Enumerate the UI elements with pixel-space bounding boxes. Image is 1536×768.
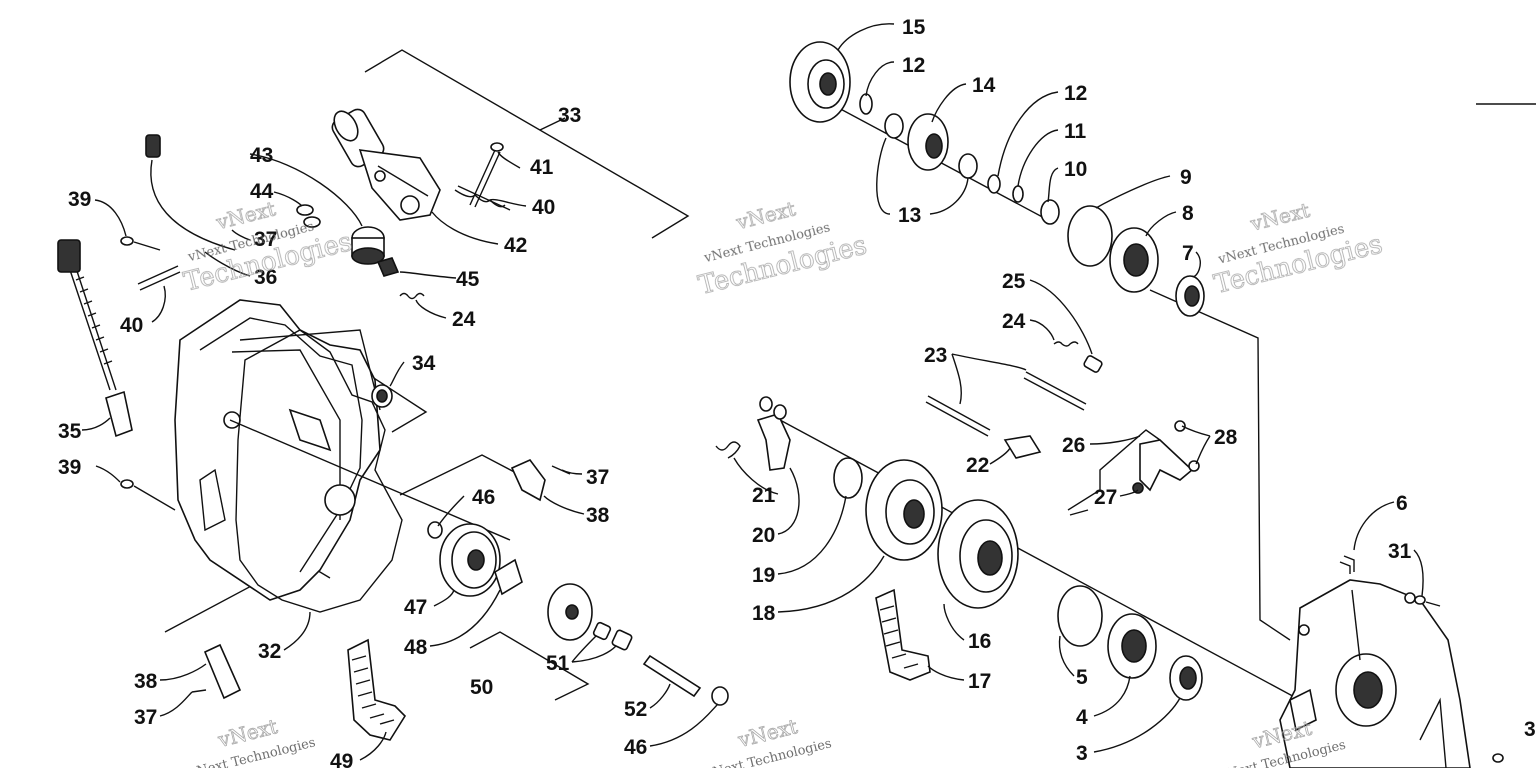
label-36: 36 [254,266,277,289]
label-49: 49 [330,750,353,768]
label-33: 33 [558,104,581,127]
label-19: 19 [752,564,775,587]
label-21: 21 [752,484,776,507]
watermark-4: vNext vNext Technologies [187,714,317,768]
label-16: 16 [968,630,991,653]
label-46: 46 [624,736,647,759]
label-50: 50 [470,676,493,699]
label-24: 24 [1002,310,1026,333]
label-47: 47 [404,596,427,619]
label-34: 34 [412,352,436,375]
part-labels: 15 12 14 12 11 10 9 8 7 13 33 43 41 44 4… [58,16,1536,768]
gear-16-part [937,499,1019,609]
label-37: 37 [586,466,609,489]
label-12: 12 [902,54,925,77]
label-45: 45 [456,268,480,291]
label-41: 41 [530,156,554,179]
label-52: 52 [624,698,647,721]
svg-text:vNext: vNext [1247,198,1312,236]
label-18: 18 [752,602,776,625]
label-35: 35 [58,420,82,443]
label-12: 12 [1064,82,1087,105]
label-17: 17 [968,670,991,693]
label-4: 4 [1076,706,1088,729]
gear-motor-part [331,108,441,221]
label-7: 7 [1182,242,1194,265]
label-3: 3 [1076,742,1088,765]
label-20: 20 [752,524,775,547]
label-3: 3 [1524,718,1536,741]
gear-18-part [865,459,943,561]
label-43: 43 [250,144,273,167]
label-38: 38 [586,504,610,527]
label-10: 10 [1064,158,1087,181]
label-27: 27 [1094,486,1117,509]
label-38: 38 [134,670,158,693]
watermark-2: vNext vNext Technologies Technologies [695,196,870,302]
label-32: 32 [258,640,281,663]
label-26: 26 [1062,434,1085,457]
label-44: 44 [250,180,274,203]
label-22: 22 [966,454,989,477]
label-40: 40 [120,314,143,337]
label-39: 39 [58,456,81,479]
label-42: 42 [504,234,527,257]
watermark-3: vNext vNext Technologies Technologies [1211,197,1386,300]
label-11: 11 [1064,120,1087,143]
drive-sprocket-part [439,523,501,597]
svg-text:vNext: vNext [733,196,798,234]
left-assembly [57,49,729,741]
label-37: 37 [134,706,157,729]
right-assembly [715,41,1536,768]
label-14: 14 [972,74,996,97]
gear-14-part [907,113,949,171]
label-31: 31 [1388,540,1412,563]
label-8: 8 [1182,202,1194,225]
label-9: 9 [1180,166,1192,189]
label-46: 46 [472,486,495,509]
watermark-5: vNext vNext Technologies [703,714,833,768]
label-28: 28 [1214,426,1238,449]
leader-lines [81,23,1424,761]
label-48: 48 [404,636,428,659]
driven-sprocket-part [547,583,593,641]
coupler-part [351,226,385,265]
label-6: 6 [1396,492,1408,515]
label-23: 23 [924,344,947,367]
chaincase-cover-part [174,299,381,601]
label-51: 51 [546,652,570,675]
label-37: 37 [254,228,277,251]
label-40: 40 [532,196,555,219]
chaincase-housing-part [1279,579,1471,768]
label-24: 24 [452,308,476,331]
label-39: 39 [68,188,91,211]
label-15: 15 [902,16,926,39]
label-5: 5 [1076,666,1088,689]
gear-15-part [789,41,851,123]
label-13: 13 [898,204,921,227]
label-25: 25 [1002,270,1026,293]
